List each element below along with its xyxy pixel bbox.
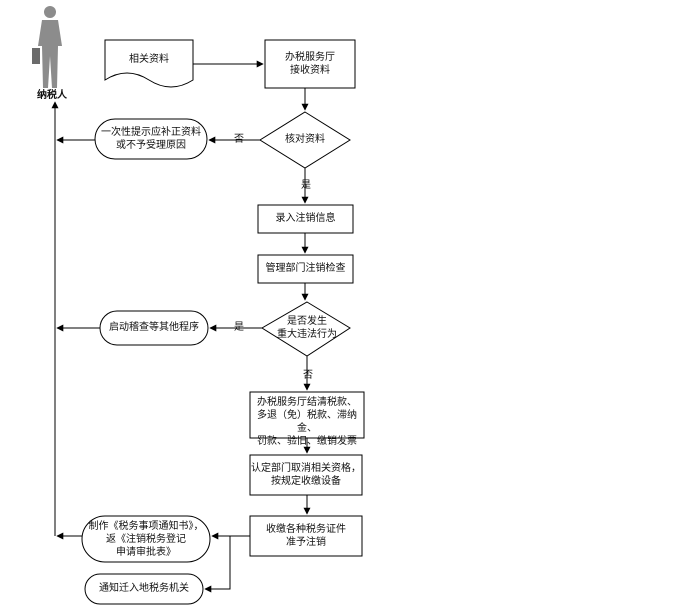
receive-box	[264, 39, 356, 89]
settle-label: 办税服务厅结清税款、 多退（免）税款、滞纳金、 罚款、验旧、缴销发票	[257, 397, 357, 447]
edge-yes-label: 是	[301, 180, 311, 191]
cancel-box	[249, 454, 363, 496]
transfer-terminator	[84, 573, 204, 605]
check-label: 核对资料	[285, 134, 325, 145]
actor-label: 纳税人	[37, 90, 67, 101]
audit-label: 启动稽查等其他程序	[109, 322, 199, 333]
related-documents-label: 相关资料	[129, 54, 169, 65]
arrow-collect-to-transfer	[204, 536, 231, 593]
edge-no-label: 否	[234, 134, 244, 145]
edge-yes-label-2: 是	[234, 322, 244, 333]
person-icon	[32, 6, 62, 88]
correct-terminator	[94, 118, 208, 160]
notice-label: 制作《税务事项通知书》， 返《注销税务登记 申请审批表》	[88, 521, 204, 558]
settle-box	[249, 391, 365, 439]
inspect-label: 管理部门注销检查	[265, 263, 346, 274]
enter-label: 录入注销信息	[275, 213, 336, 224]
cancel-label: 认定部门取消相关资格， 按规定收缴设备	[251, 463, 361, 487]
violation-label: 是否发生 重大违法行为	[277, 316, 337, 340]
related-documents-shape	[104, 39, 194, 88]
notice-terminator	[81, 515, 211, 563]
correct-label: 一次性提示应补正资料 或不予受理原因	[101, 127, 201, 151]
transfer-label: 通知迁入地税务机关	[99, 583, 189, 594]
edge-no-label-2: 否	[303, 370, 313, 381]
collect-label: 收缴各种税务证件 准予注销	[266, 524, 346, 548]
receive-label: 办税服务厅 接收资料	[285, 52, 335, 76]
collect-box	[249, 515, 363, 557]
